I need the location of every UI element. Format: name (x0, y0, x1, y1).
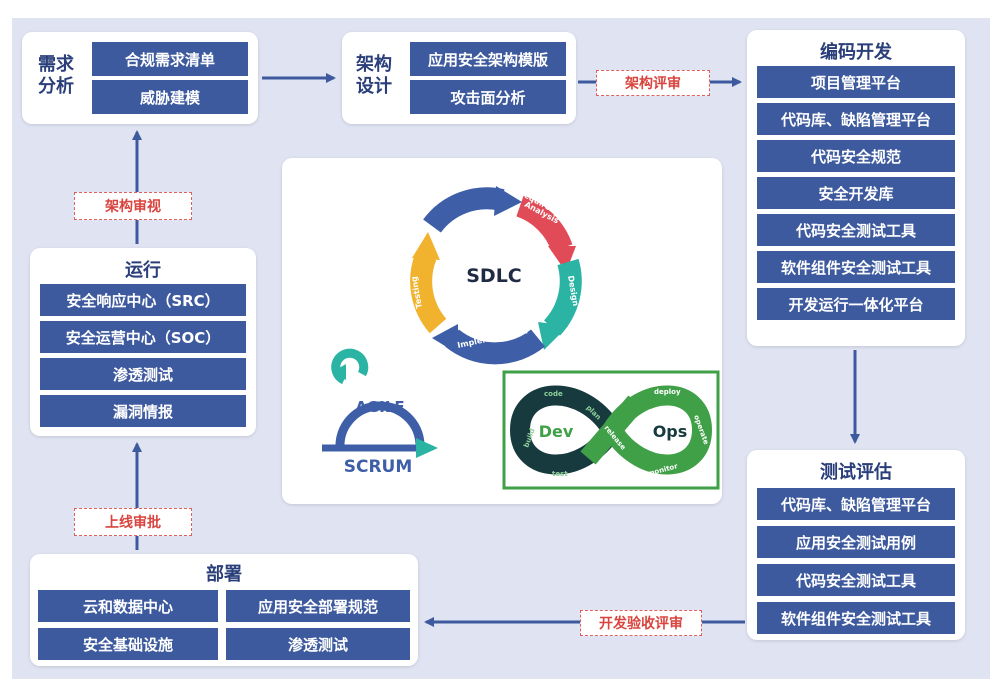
operation-title: 运行 (125, 260, 161, 281)
devops-loop-dev (509, 385, 621, 475)
devops-ops-label: Ops (653, 422, 688, 441)
methodology-panel: Evolution Requirement Analysis Design Im… (282, 158, 722, 504)
operation-item: 安全响应中心（SRC） (40, 284, 246, 316)
requirements-item: 合规需求清单 (92, 42, 248, 76)
testing-item: 代码库、缺陷管理平台 (757, 488, 955, 520)
testing-panel: 测试评估 代码库、缺陷管理平台 应用安全测试用例 代码安全测试工具 软件组件安全… (747, 450, 965, 640)
deployment-item: 云和数据中心 (38, 590, 218, 622)
requirements-panel: 需求 分析 合规需求清单 威胁建模 (22, 32, 258, 124)
sdlc-arc-requirement (515, 195, 573, 253)
architecture-panel: 架构 设计 应用安全架构模版 攻击面分析 (342, 32, 576, 124)
operation-item: 安全运营中心（SOC） (40, 321, 246, 353)
testing-item: 代码安全测试工具 (757, 564, 955, 596)
deployment-title: 部署 (206, 564, 242, 585)
devops-logo: Dev Ops code build test plan release dep… (502, 370, 720, 490)
sdlc-arc-testing (410, 251, 447, 334)
devops-stage-test: test (552, 470, 568, 478)
devops-cross (580, 395, 644, 465)
sdlc-arrow-design (538, 322, 568, 350)
coding-panel: 编码开发 项目管理平台 代码库、缺陷管理平台 代码安全规范 安全开发库 代码安全… (747, 30, 965, 346)
sdlc-arc-evolution (423, 187, 505, 233)
deployment-panel: 部署 云和数据中心 应用安全部署规范 安全基础设施 渗透测试 (30, 554, 418, 666)
review-arch-inspect: 架构审视 (74, 192, 192, 220)
agile-small-arrow (332, 364, 346, 380)
operation-item: 漏洞情报 (40, 395, 246, 427)
methodology-graphics: Evolution Requirement Analysis Design Im… (322, 162, 720, 490)
sdlc-arrow-requirement (548, 246, 576, 272)
requirements-item: 威胁建模 (92, 80, 248, 114)
sdlc-arrow-evolution (494, 186, 522, 216)
review-arch-review: 架构评审 (596, 70, 710, 96)
coding-item: 代码安全规范 (757, 140, 955, 172)
sdlc-arrow-implementation (432, 324, 458, 354)
deployment-item: 安全基础设施 (38, 628, 218, 660)
deployment-item: 渗透测试 (226, 628, 410, 660)
architecture-item: 应用安全架构模版 (410, 42, 566, 76)
operation-item: 渗透测试 (40, 358, 246, 390)
architecture-item: 攻击面分析 (410, 80, 566, 114)
coding-title: 编码开发 (820, 42, 892, 63)
review-launch-approval: 上线审批 (74, 508, 192, 536)
testing-item: 应用安全测试用例 (757, 526, 955, 558)
coding-item: 项目管理平台 (757, 66, 955, 98)
requirements-title: 需求 分析 (38, 54, 74, 97)
coding-item: 安全开发库 (757, 177, 955, 209)
testing-title: 测试评估 (820, 462, 892, 483)
sdlc-arc-design (543, 258, 582, 336)
devops-stage-code: code (544, 390, 563, 398)
agile-label: AGILE (355, 398, 404, 416)
sdlc-arrow-testing (412, 232, 440, 260)
sdlc-phase-evolution: Evolution (461, 162, 503, 190)
operation-panel: 运行 安全响应中心（SRC） 安全运营中心（SOC） 渗透测试 漏洞情报 (30, 248, 256, 436)
agile-scrum-logo: AGILE SCRUM (322, 348, 438, 477)
diagram-canvas: 需求 分析 合规需求清单 威胁建模 架构 设计 应用安全架构模版 攻击面分析 编… (12, 18, 990, 679)
testing-item: 软件组件安全测试工具 (757, 602, 955, 634)
sdlc-cycle: Evolution Requirement Analysis Design Im… (409, 162, 582, 365)
agile-big-loop (335, 401, 425, 449)
coding-item: 代码库、缺陷管理平台 (757, 103, 955, 135)
architecture-title: 架构 设计 (356, 54, 392, 97)
coding-item: 代码安全测试工具 (757, 214, 955, 246)
devops-stage-deploy: deploy (654, 388, 681, 396)
coding-item: 开发运行一体化平台 (757, 288, 955, 320)
review-dev-acceptance: 开发验收评审 (580, 610, 702, 636)
agile-base-arrow (416, 438, 438, 458)
scrum-label: SCRUM (344, 457, 413, 477)
devops-dev-label: Dev (539, 422, 574, 441)
deployment-item: 应用安全部署规范 (226, 590, 410, 622)
sdlc-label: SDLC (466, 265, 522, 287)
coding-item: 软件组件安全测试工具 (757, 251, 955, 283)
devops-loop-ops (603, 385, 713, 475)
sdlc-arc-implementation (445, 329, 545, 365)
